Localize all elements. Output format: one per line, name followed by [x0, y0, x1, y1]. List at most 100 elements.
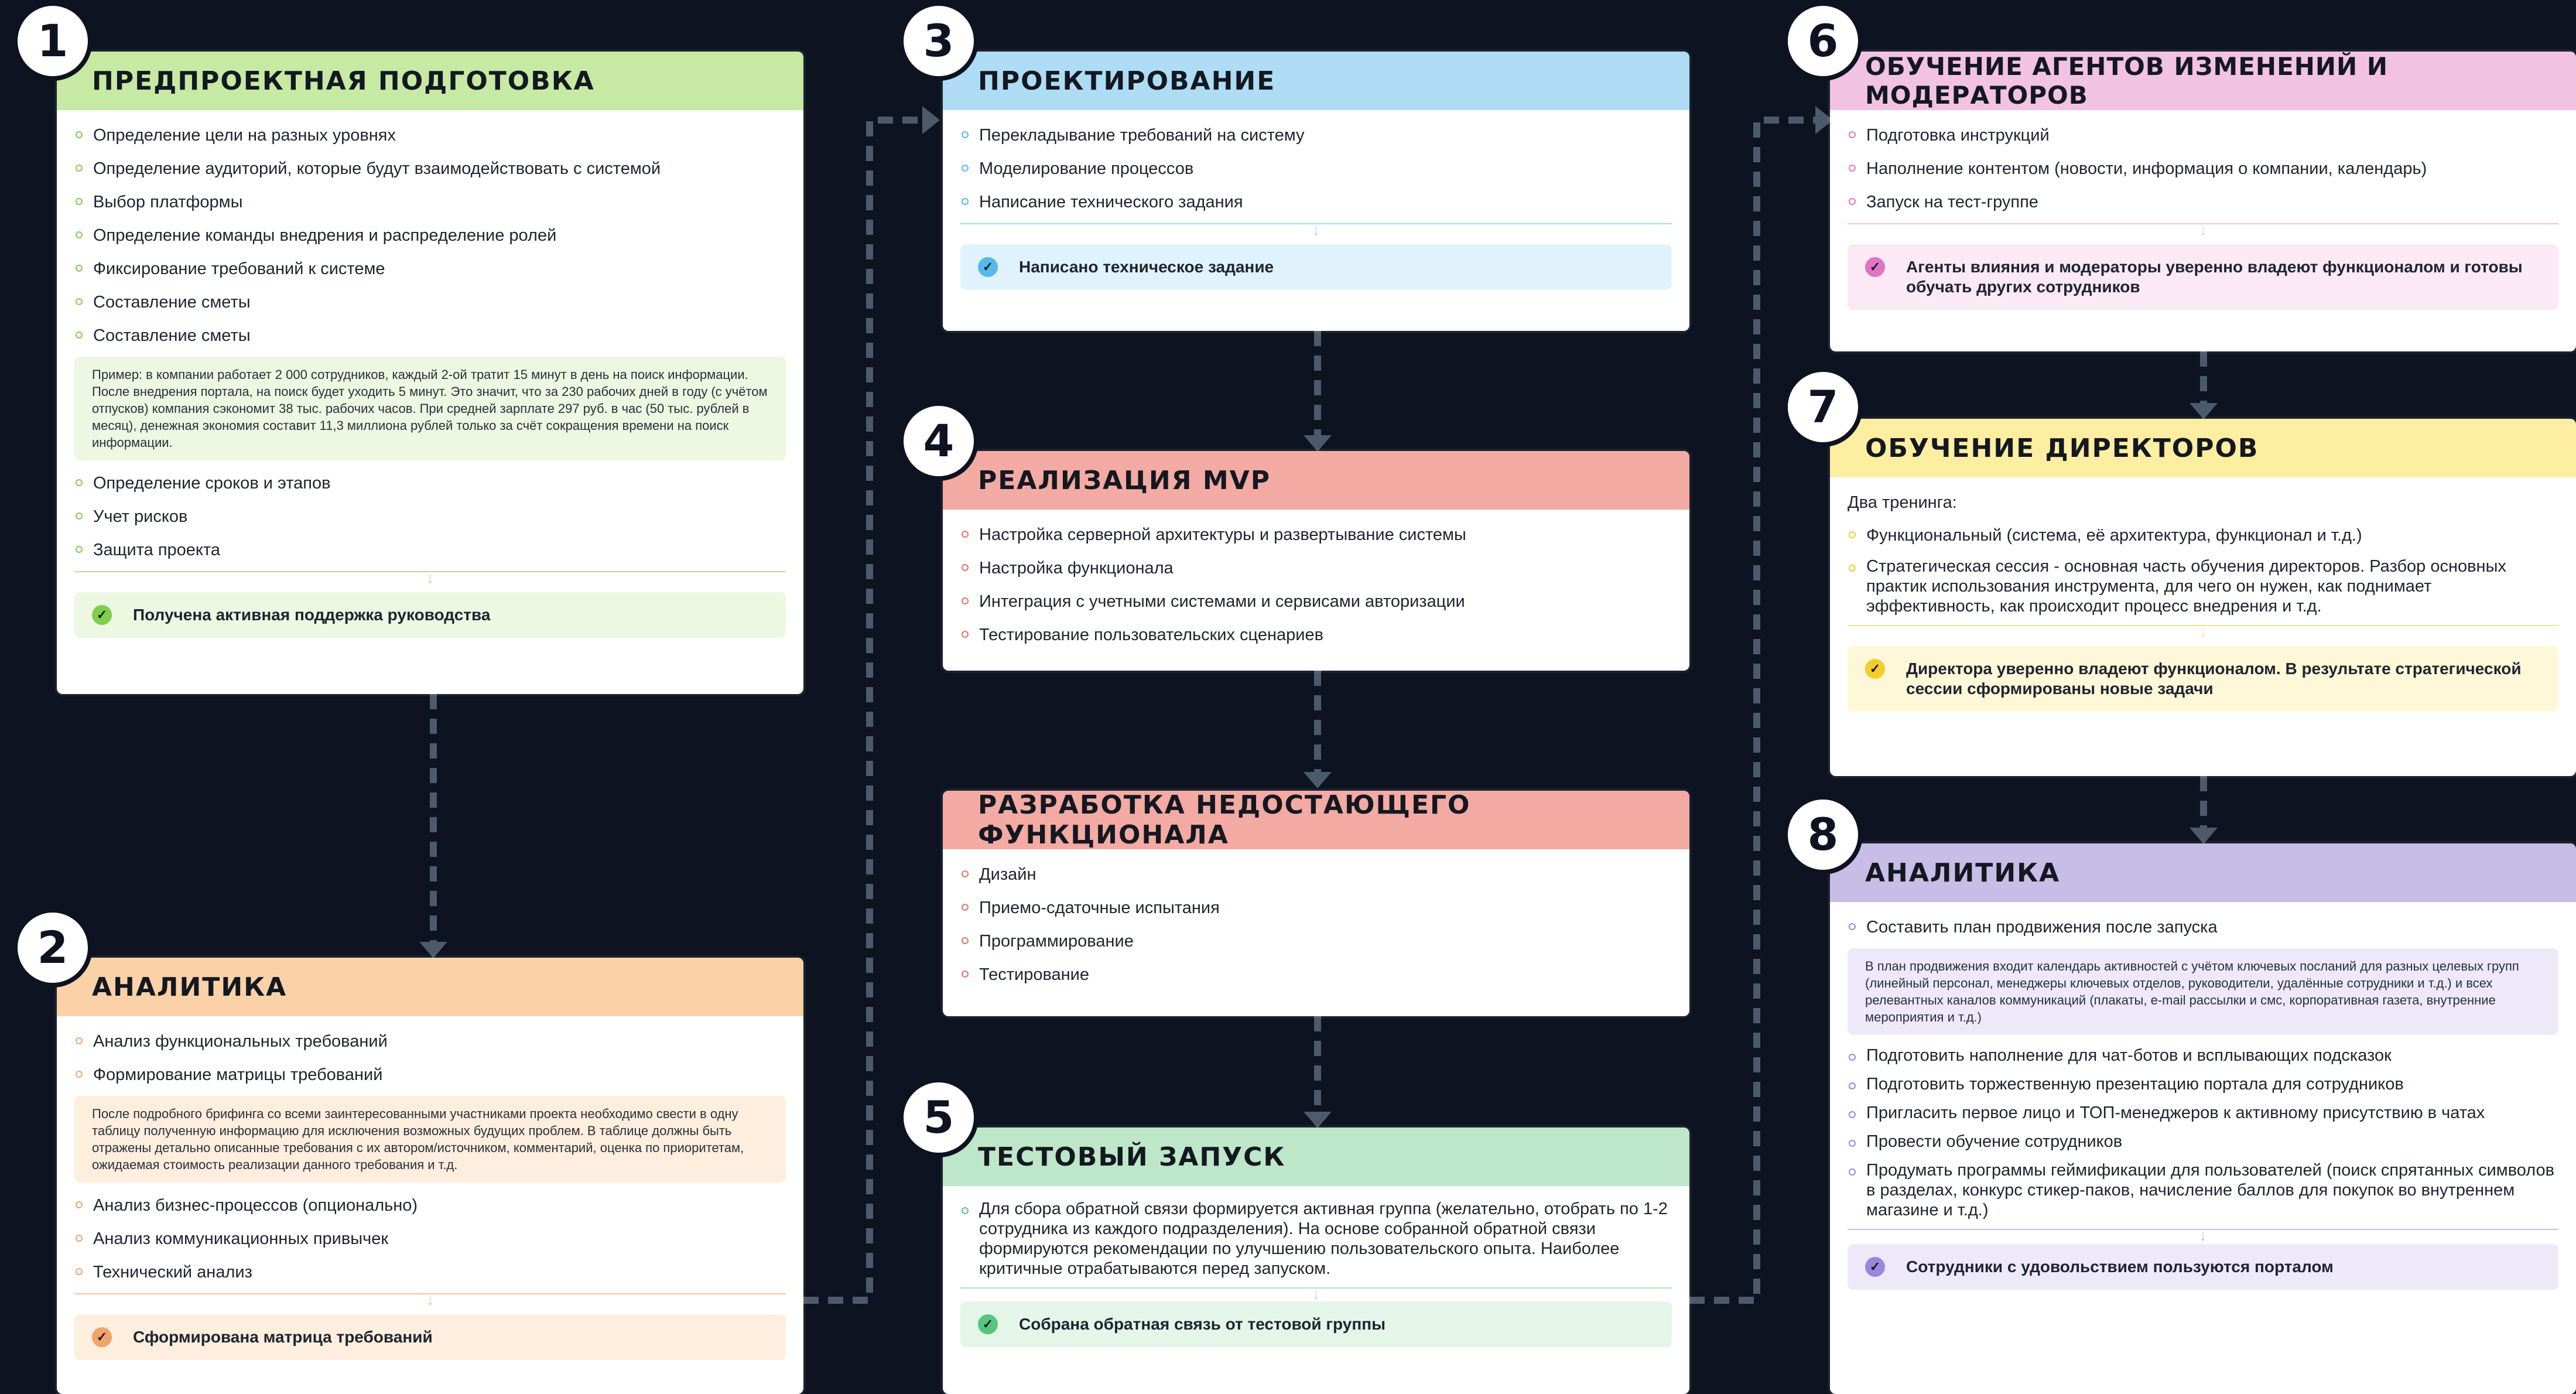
- check-icon: ✓: [92, 1327, 112, 1347]
- stage-number-badge: 7: [1788, 372, 1858, 442]
- task-item: Подготовить наполнение для чат-ботов и в…: [1848, 1046, 2558, 1065]
- promotion-note: В план продвижения входит календарь акти…: [1848, 948, 2558, 1035]
- result-text: Получена активная поддержка руководства: [133, 606, 491, 624]
- task-list: Для сбора обратной связи формируется акт…: [960, 1199, 1672, 1279]
- stage-title: Предпроектная подготовка: [57, 52, 803, 110]
- stage-result: ✓ Написано техническое задание: [960, 244, 1672, 290]
- check-icon: ✓: [1865, 659, 1885, 679]
- stage-result: ✓ Агенты влияния и модераторы уверенно в…: [1848, 244, 2558, 310]
- down-arrow-icon: ↓: [2199, 1226, 2207, 1244]
- down-arrow-icon: ↓: [426, 1291, 434, 1308]
- task-item: Программирование: [960, 929, 1672, 954]
- task-item: Интеграция с учетными системами и сервис…: [960, 589, 1672, 614]
- stage-title: Обучение директоров: [1830, 419, 2576, 477]
- stage-number-badge: 4: [904, 406, 974, 476]
- intro-text: Два тренинга:: [1848, 493, 1957, 512]
- result-divider: ↓: [960, 1286, 1672, 1301]
- arrowhead-2-3: [922, 106, 940, 134]
- result-divider: ↓: [1848, 222, 2558, 237]
- task-item: Продумать программы геймификации для пол…: [1848, 1160, 2558, 1220]
- task-item: Определение команды внедрения и распреде…: [74, 223, 786, 248]
- task-item: Наполнение контентом (новости, информаци…: [1848, 156, 2558, 181]
- task-item: Определение цели на разных уровнях: [74, 123, 786, 148]
- stage-card-development: Разработка недостающего функционала Диза…: [943, 791, 1689, 1016]
- task-item: Формирование матрицы требований: [74, 1062, 786, 1087]
- stage-result: ✓ Собрана обратная связь от тестовой гру…: [960, 1301, 1672, 1347]
- stage-card-6: Обучение агентов изменений и модераторов…: [1830, 52, 2576, 351]
- stage-number-badge: 8: [1788, 800, 1858, 870]
- task-item: Тестирование: [960, 962, 1672, 987]
- task-item: Стратегическая сессия - основная часть о…: [1848, 556, 2558, 616]
- stage-title: Разработка недостающего функционала: [943, 791, 1689, 850]
- result-divider: ↓: [74, 1292, 786, 1307]
- stage-result: ✓ Получена активная поддержка руководств…: [74, 592, 786, 638]
- arrowhead-dev-5: [1304, 1112, 1332, 1128]
- task-item: Написание технического задания: [960, 190, 1672, 214]
- task-item: Определение сроков и этапов: [74, 471, 786, 496]
- down-arrow-icon: ↓: [2199, 623, 2207, 640]
- task-item: Настройка функционала: [960, 556, 1672, 580]
- task-item: Анализ бизнес-процессов (опционально): [74, 1193, 786, 1218]
- example-note: Пример: в компании работает 2 000 сотруд…: [74, 357, 786, 460]
- stage-card-7: Обучение директоров Два тренинга: Функци…: [1830, 419, 2576, 776]
- task-item: Технический анализ: [74, 1260, 786, 1284]
- check-icon: ✓: [1865, 1257, 1885, 1277]
- task-item: Тестирование пользовательских сценариев: [960, 623, 1672, 647]
- stage-title: Аналитика: [1830, 843, 2576, 902]
- stage-card-2: Аналитика Анализ функциональных требован…: [57, 958, 803, 1394]
- task-item: Запуск на тест-группе: [1848, 190, 2558, 214]
- stage-card-4: Реализация MVP Настройка серверной архит…: [943, 451, 1689, 671]
- task-item: Провести обучение сотрудников: [1848, 1132, 2558, 1152]
- task-list: Определение цели на разных уровнях Опред…: [74, 123, 786, 348]
- task-item: Настройка серверной архитектуры и развер…: [960, 522, 1672, 547]
- stage-title: Тестовый запуск: [943, 1128, 1689, 1186]
- stage-result: ✓ Сотрудники с удовольствием пользуются …: [1848, 1244, 2558, 1290]
- requirements-note: После подробного брифинга со всеми заинт…: [74, 1096, 786, 1183]
- task-list-continued: Подготовить наполнение для чат-ботов и в…: [1848, 1046, 2558, 1220]
- result-text: Агенты влияния и модераторы уверенно вла…: [1906, 258, 2523, 296]
- task-item: Дизайн: [960, 862, 1672, 887]
- task-list: Функциональный (система, её архитектура,…: [1848, 523, 2558, 616]
- stage-result: ✓ Сформирована матрица требований: [74, 1314, 786, 1360]
- task-item: Пригласить первое лицо и ТОП-менеджеров …: [1848, 1103, 2558, 1123]
- down-arrow-icon: ↓: [2199, 221, 2207, 238]
- task-item: Для сбора обратной связи формируется акт…: [960, 1199, 1672, 1279]
- task-item: Составление сметы: [74, 290, 786, 315]
- task-item: Фиксирование требований к системе: [74, 257, 786, 281]
- stage-title: Реализация MVP: [943, 451, 1689, 510]
- arrowhead-4-dev: [1304, 772, 1332, 788]
- result-divider: ↓: [74, 570, 786, 585]
- check-icon: ✓: [1865, 257, 1885, 277]
- task-list-continued: Определение сроков и этапов Учет рисков …: [74, 471, 786, 562]
- down-arrow-icon: ↓: [1312, 1285, 1320, 1303]
- task-item: Выбор платформы: [74, 190, 786, 214]
- task-item: Анализ функциональных требований: [74, 1029, 786, 1054]
- arrowhead-5-6: [1815, 106, 1833, 134]
- stage-title: Проектирование: [943, 52, 1689, 110]
- task-item: Функциональный (система, её архитектура,…: [1848, 523, 2558, 548]
- stage-title: Обучение агентов изменений и модераторов: [1830, 52, 2576, 110]
- arrowhead-7-8: [2190, 828, 2218, 844]
- result-text: Директора уверенно владеют функционалом.…: [1906, 660, 2522, 698]
- task-item: Определение аудиторий, которые будут вза…: [74, 156, 786, 181]
- result-divider: ↓: [1848, 624, 2558, 639]
- task-list: Анализ функциональных требований Формиро…: [74, 1029, 786, 1087]
- task-item: Моделирование процессов: [960, 156, 1672, 181]
- task-list: Составить план продвижения после запуска: [1848, 915, 2558, 939]
- task-item: Защита проекта: [74, 538, 786, 562]
- check-icon: ✓: [978, 257, 998, 277]
- result-divider: ↓: [960, 222, 1672, 237]
- check-icon: ✓: [978, 1314, 998, 1334]
- stage-card-5: Тестовый запуск Для сбора обратной связи…: [943, 1128, 1689, 1394]
- stage-number-badge: 3: [904, 6, 974, 76]
- stage-title: Аналитика: [57, 958, 803, 1016]
- check-icon: ✓: [92, 605, 112, 625]
- connector-5-6: [1689, 117, 1815, 1304]
- result-text: Собрана обратная связь от тестовой групп…: [1019, 1315, 1386, 1333]
- task-list: Дизайн Приемо-сдаточные испытания Програ…: [960, 862, 1672, 987]
- result-divider: ↓: [1848, 1228, 2558, 1243]
- task-item: Составление сметы: [74, 323, 786, 348]
- stage-number-badge: 5: [904, 1082, 974, 1153]
- stage-number-badge: 2: [18, 913, 88, 983]
- result-text: Сотрудники с удовольствием пользуются по…: [1906, 1258, 2334, 1276]
